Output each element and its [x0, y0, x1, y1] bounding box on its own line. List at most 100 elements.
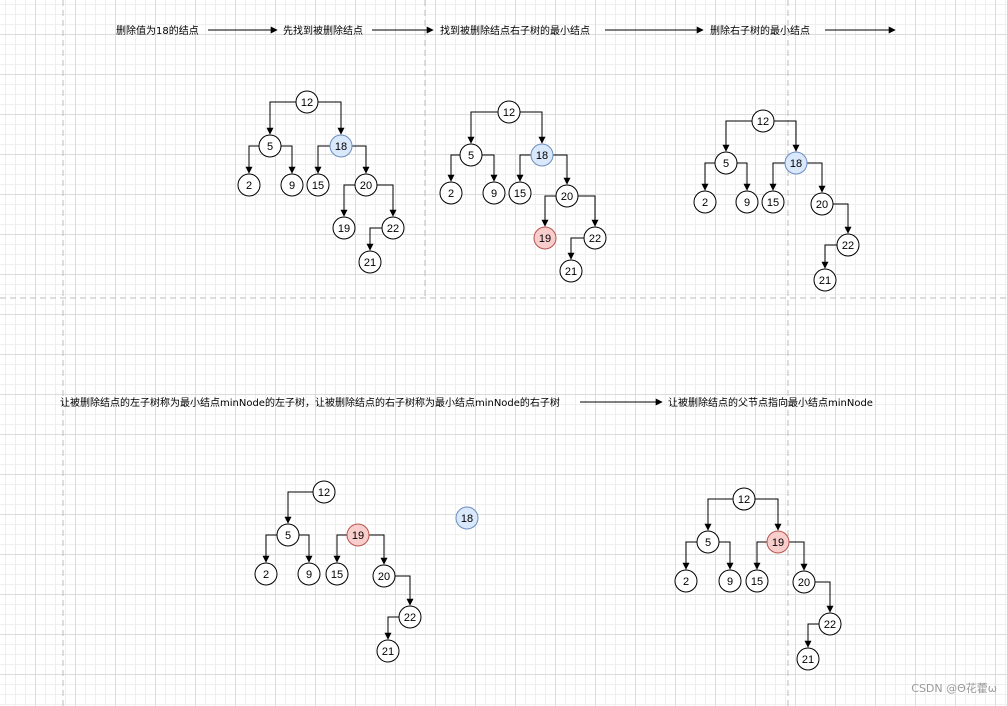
caption-step6: 让被删除结点的父节点指向最小结点minNode [668, 396, 873, 409]
edge-n22-n21 [384, 616, 399, 640]
edge-n12-n5 [284, 491, 313, 524]
node-circle [346, 523, 370, 547]
tree-node-2: 2 [254, 562, 278, 586]
tree-node-21: 21 [796, 647, 820, 671]
watermark: CSDN @Θ花藿ω [911, 682, 997, 695]
tree-node-18: 18 [784, 151, 808, 175]
node-value: 20 [798, 577, 810, 589]
caption-step5: 让被删除结点的左子树称为最小结点minNode的左子树，让被删除结点的右子树称为… [60, 396, 560, 409]
tree-node-12: 12 [732, 487, 756, 511]
node-circle [306, 173, 330, 197]
node-value: 21 [819, 275, 831, 287]
node-value: 19 [539, 233, 551, 245]
edge-n12-n18 [520, 111, 546, 144]
edge-n18-n15 [769, 162, 785, 191]
caption-step2: 先找到被删除结点 [283, 24, 363, 37]
tree-node-5: 5 [714, 151, 738, 175]
node-circle [280, 173, 304, 197]
edge-n19-n20 [789, 541, 808, 571]
node-value: 12 [757, 116, 769, 128]
edge-n18-n20 [553, 154, 571, 185]
node-circle [718, 569, 742, 593]
tree-node-18: 18 [530, 143, 554, 167]
node-value: 15 [331, 569, 343, 581]
edge-n20-n22 [833, 203, 852, 234]
node-value: 19 [352, 530, 364, 542]
node-circle [810, 192, 834, 216]
node-value: 18 [790, 158, 802, 170]
tree-node-9: 9 [482, 181, 506, 205]
node-value: 19 [338, 223, 350, 235]
node-value: 22 [842, 240, 854, 252]
node-circle [732, 487, 756, 511]
node-value: 19 [772, 537, 784, 549]
node-circle [372, 564, 396, 588]
edge-n19-n15 [753, 541, 767, 570]
tree-node-15: 15 [306, 173, 330, 197]
node-circle [398, 605, 422, 629]
edge-n18-n15 [516, 154, 531, 182]
tree-node-9: 9 [735, 190, 759, 214]
edge-n18-n20 [352, 145, 370, 174]
tree-node-20: 20 [810, 192, 834, 216]
edge-n12-n5 [722, 120, 752, 152]
node-circle [761, 190, 785, 214]
node-value: 22 [589, 233, 601, 245]
tree-node-20: 20 [354, 173, 378, 197]
node-circle [455, 506, 479, 530]
tree-node-20: 20 [372, 564, 396, 588]
node-circle [295, 90, 319, 114]
tree-node-12: 12 [497, 100, 521, 124]
node-value: 2 [448, 188, 454, 200]
node-circle [818, 612, 842, 636]
node-circle [559, 259, 583, 283]
edge-n5-n9 [281, 145, 296, 174]
edge-n20-n22 [815, 581, 834, 613]
node-circle [254, 562, 278, 586]
tree-node-12: 12 [312, 480, 336, 504]
edge-n20-n22 [395, 575, 414, 606]
node-circle [325, 562, 349, 586]
node-circle [258, 134, 282, 158]
edge-n5-n2 [245, 145, 259, 174]
edge-n19-n20 [369, 534, 388, 565]
node-circle [497, 100, 521, 124]
tree-node-19: 19 [332, 216, 356, 240]
node-circle [533, 226, 557, 250]
tree-node-2: 2 [237, 173, 261, 197]
node-value: 9 [289, 180, 295, 192]
node-circle [792, 570, 816, 594]
node-value: 5 [267, 141, 273, 153]
tree-node-20: 20 [555, 184, 579, 208]
node-circle [583, 226, 607, 250]
node-value: 20 [378, 571, 390, 583]
node-value: 15 [767, 197, 779, 209]
tree-node-5: 5 [696, 530, 720, 554]
edge-n12-n5 [704, 498, 733, 531]
node-circle [714, 151, 738, 175]
node-value: 2 [246, 180, 252, 192]
tree-node-5: 5 [276, 523, 300, 547]
edge-n19-n15 [333, 534, 347, 563]
edge-n12-n5 [266, 101, 296, 135]
edge-n22-n21 [366, 227, 382, 251]
tree-node-12: 12 [751, 109, 775, 133]
edge-n20-n22 [377, 184, 397, 217]
edge-n20-n19 [340, 184, 355, 217]
edge-n5-n9 [482, 154, 498, 182]
caption-step1: 删除值为18的结点 [116, 24, 199, 37]
node-circle [376, 639, 400, 663]
tree-node-5: 5 [258, 134, 282, 158]
tree-node-22: 22 [818, 612, 842, 636]
node-value: 5 [705, 537, 711, 549]
node-circle [312, 480, 336, 504]
edge-n12-n18 [318, 101, 345, 135]
caption-step3: 找到被删除结点右子树的最小结点 [440, 24, 590, 37]
node-value: 21 [364, 257, 376, 269]
node-value: 21 [382, 646, 394, 658]
tree-node-2: 2 [674, 569, 698, 593]
tree-node-15: 15 [745, 569, 769, 593]
